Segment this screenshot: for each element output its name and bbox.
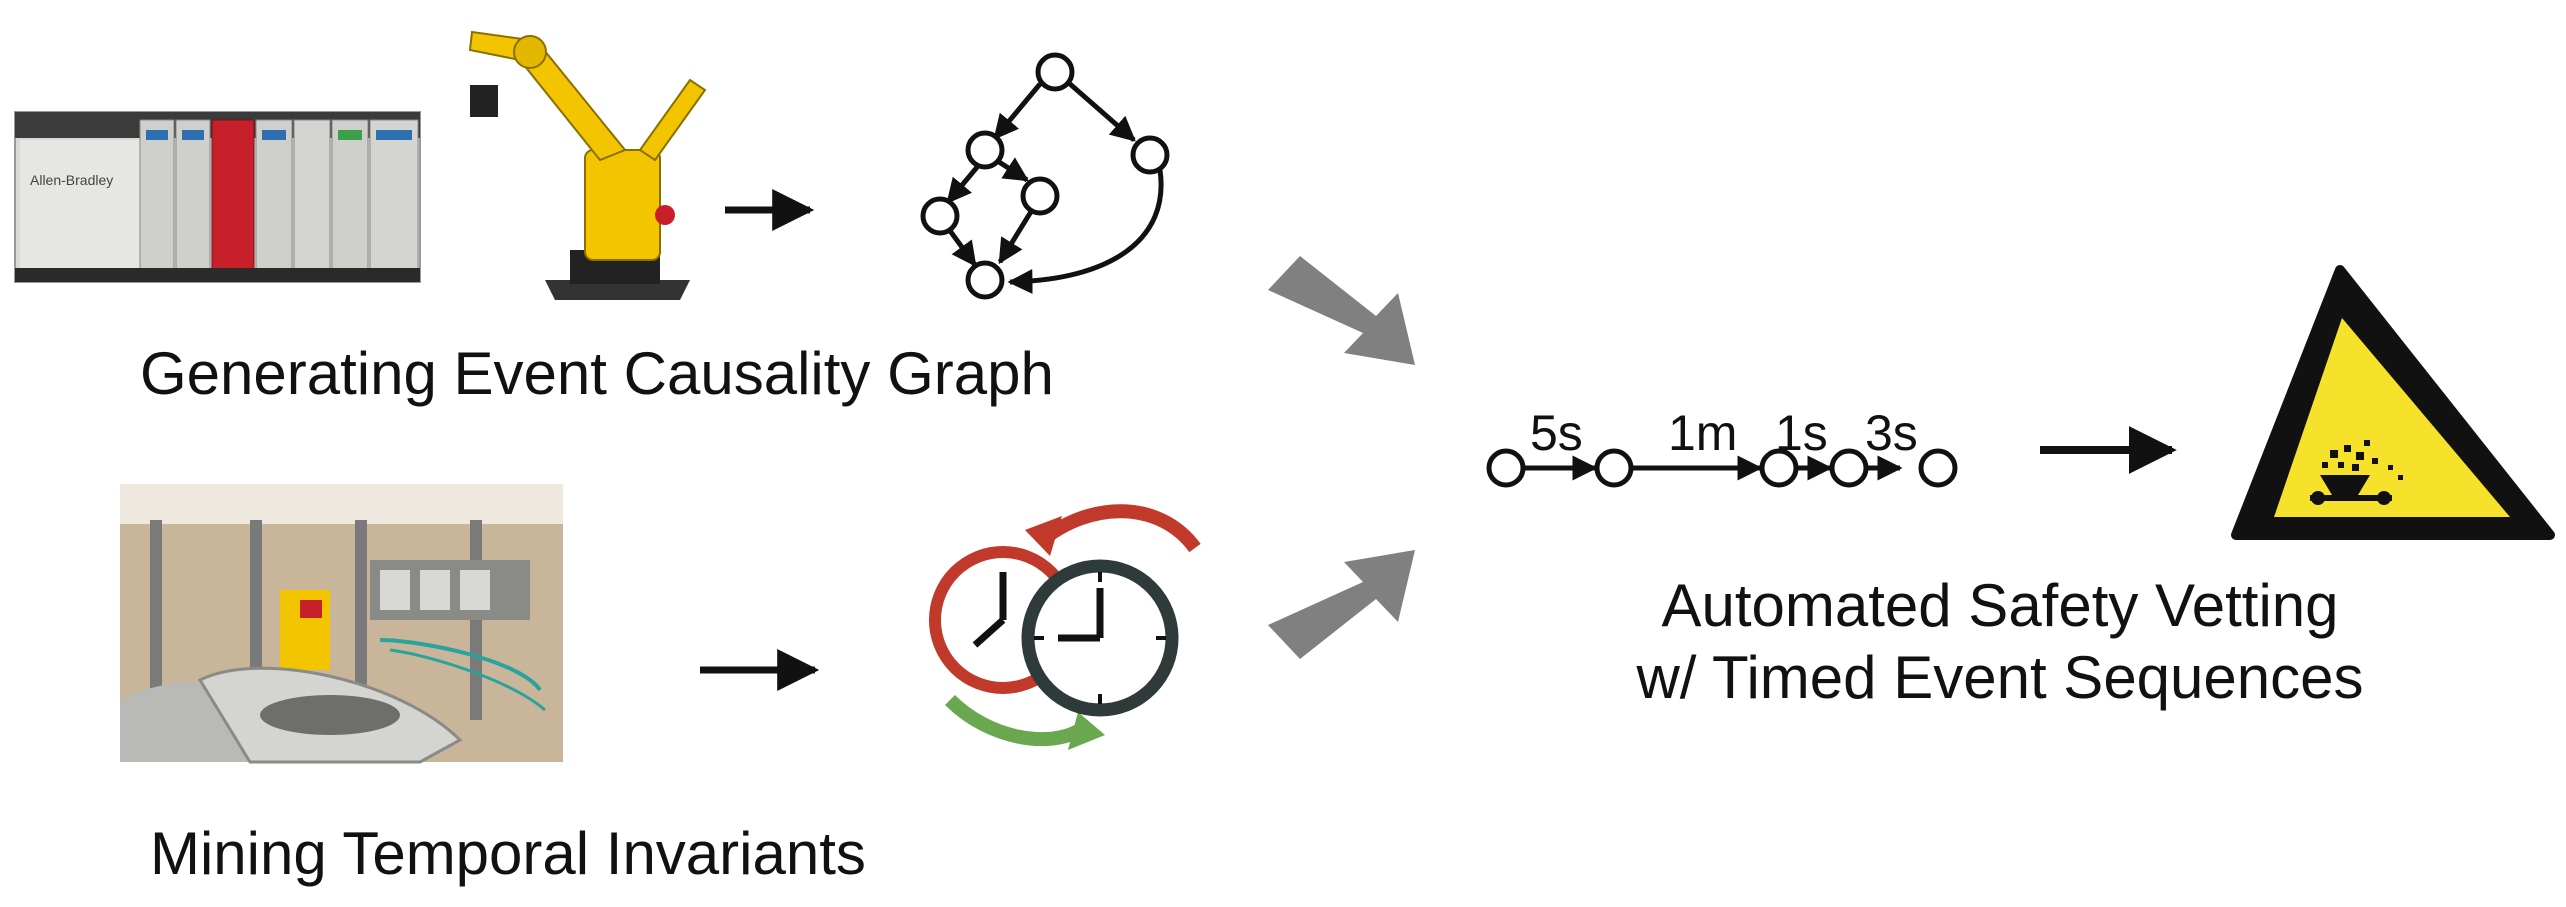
gray-arrow-down <box>1268 256 1415 365</box>
sequence-node <box>1759 448 1799 488</box>
graph-node <box>965 130 1005 170</box>
interval-label-3: 1s <box>1775 405 1828 461</box>
sequence-node <box>1486 448 1526 488</box>
graph-edge <box>1068 82 1136 142</box>
causality-graph-label: Generating Event Causality Graph <box>140 340 1054 407</box>
sequence-node <box>1918 448 1958 488</box>
graph-edge <box>1007 169 1164 295</box>
plc-image: Allen-Bradley <box>14 111 421 283</box>
graph-node <box>965 260 1005 300</box>
causality-graph <box>920 52 1170 300</box>
gray-arrow-up <box>1268 550 1415 659</box>
sequence-node <box>1829 448 1869 488</box>
graph-node <box>1020 176 1060 216</box>
timed-sequence <box>1486 448 1958 488</box>
svg-text:Allen-Bradley: Allen-Bradley <box>30 172 113 188</box>
interval-label-1: 5s <box>1530 405 1583 461</box>
robot-image <box>468 30 707 300</box>
factory-image <box>120 484 563 764</box>
warning-sign <box>2231 265 2555 540</box>
interval-labels: 5s 1m 1s 3s <box>1530 405 1918 461</box>
graph-edge <box>993 82 1042 140</box>
graph-node <box>1035 52 1075 92</box>
safety-vetting-label: Automated Safety Vetting w/ Timed Event … <box>1520 570 2480 714</box>
sequence-node <box>1594 448 1634 488</box>
interval-label-4: 3s <box>1865 405 1918 461</box>
safety-vetting-label-line2: w/ Timed Event Sequences <box>1636 644 2364 711</box>
graph-node <box>920 196 960 236</box>
interval-label-2: 1m <box>1668 405 1737 461</box>
safety-vetting-label-line1: Automated Safety Vetting <box>1661 572 2339 639</box>
temporal-invariants-label: Mining Temporal Invariants <box>150 820 866 887</box>
graph-edge <box>997 208 1035 265</box>
graph-edge <box>945 226 978 268</box>
graph-edge <box>946 164 980 204</box>
clocks-image <box>929 504 1201 750</box>
graph-edge <box>994 157 1030 183</box>
graph-node <box>1130 135 1170 175</box>
